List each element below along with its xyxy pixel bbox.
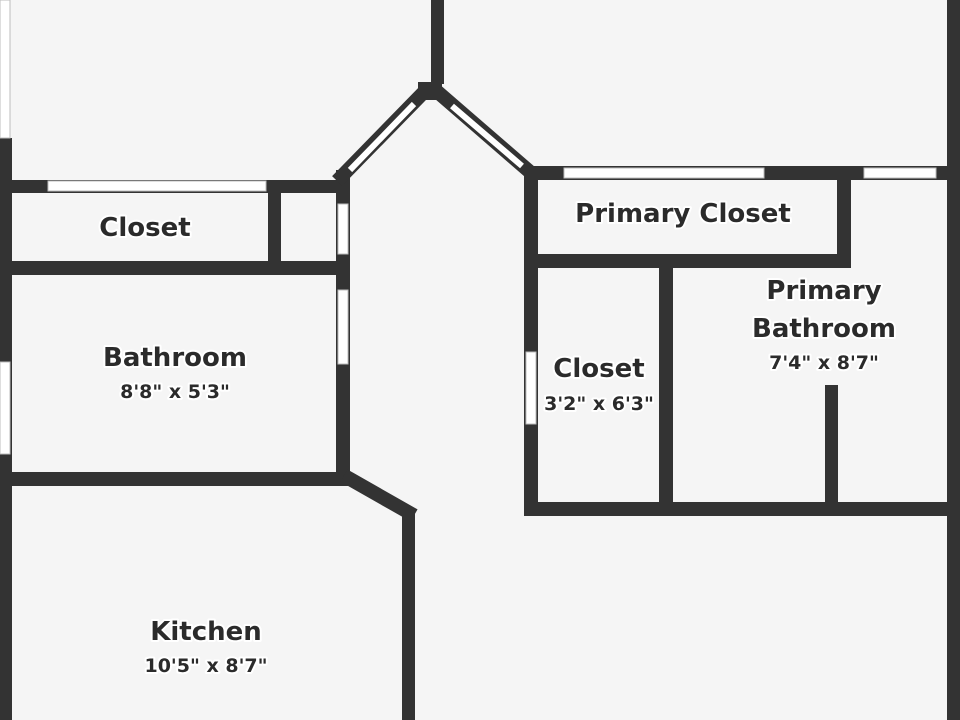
- hall-left-door-lower: [337, 289, 349, 365]
- bathroom-dimensions: 8'8" x 5'3": [120, 381, 230, 403]
- primary-left-wall: [524, 166, 538, 516]
- right-exterior-wall: [947, 0, 960, 720]
- closet-right-label: Closet: [553, 354, 644, 384]
- closet-divider-wall: [268, 180, 281, 274]
- hall-left-door-upper: [337, 203, 349, 255]
- kitchen-label: Kitchen: [150, 617, 262, 647]
- primary-closet-bottom-wall: [524, 254, 851, 268]
- primary-bath-window: [863, 167, 937, 179]
- closet-top-window: [47, 180, 267, 192]
- left-window-top: [0, 0, 11, 139]
- angled-window-right: [450, 103, 524, 169]
- bathroom-label: Bathroom: [103, 343, 247, 373]
- kitchen-angled-wall: [340, 469, 418, 522]
- primary-bottom-wall: [524, 502, 960, 516]
- primary-bathroom-label-line1: Primary: [766, 276, 881, 306]
- primary-closet-label: Primary Closet: [575, 199, 791, 229]
- angled-window-left: [347, 101, 417, 173]
- kitchen-dimensions: 10'5" x 8'7": [144, 655, 267, 677]
- left-window-bathroom: [0, 361, 11, 455]
- closet-left-label: Closet: [99, 213, 190, 243]
- closet-right-divider: [659, 254, 673, 516]
- kitchen-right-wall: [402, 508, 415, 720]
- closet-door-left: [525, 351, 537, 425]
- top-center-wall: [431, 0, 444, 84]
- primary-bathroom-dimensions: 7'4" x 8'7": [769, 352, 879, 374]
- bathroom-stub-wall: [825, 385, 838, 516]
- closet-bottom-wall: [0, 261, 350, 275]
- angled-junction: [418, 82, 442, 100]
- closet-right-dimensions: 3'2" x 6'3": [544, 393, 654, 415]
- bathroom-bottom-wall: [0, 472, 350, 486]
- primary-closet-right-wall: [837, 166, 851, 268]
- primary-bathroom-label-line2: Bathroom: [752, 314, 896, 344]
- primary-closet-window: [563, 167, 765, 179]
